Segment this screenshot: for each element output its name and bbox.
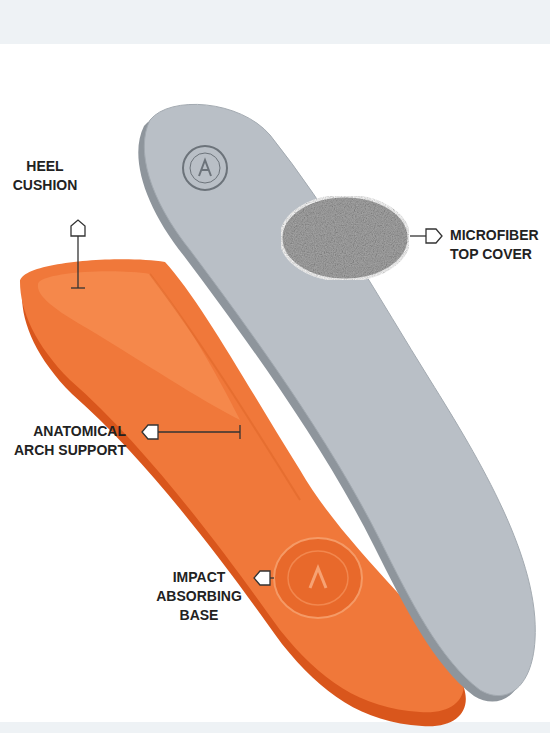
base-label: IMPACT ABSORBING BASE xyxy=(150,568,248,625)
heel-label: HEEL CUSHION xyxy=(4,157,86,195)
leader-lines xyxy=(71,220,442,585)
base-detail xyxy=(274,538,362,618)
microfiber-detail xyxy=(281,196,409,280)
bottom-band xyxy=(0,722,550,733)
top-cover-label: MICROFIBER TOP COVER xyxy=(450,226,546,264)
top-band xyxy=(0,0,550,44)
top-cover xyxy=(138,104,535,701)
arch-label: ANATOMICAL ARCH SUPPORT xyxy=(6,422,126,460)
